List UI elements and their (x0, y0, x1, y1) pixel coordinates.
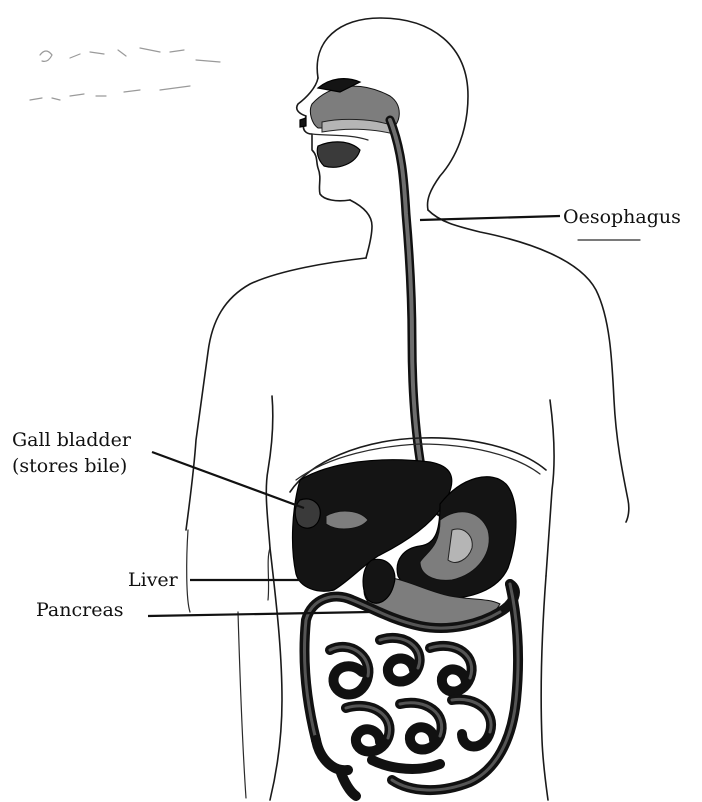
gall-bladder-label: Gall bladder (12, 429, 132, 451)
gall-bladder-note: (stores bile) (12, 455, 127, 477)
small-intestine (330, 638, 491, 769)
pancreas-label: Pancreas (36, 599, 124, 621)
liver-label: Liver (128, 569, 179, 591)
oesophagus-leader (420, 216, 560, 220)
gall-bladder (295, 499, 320, 528)
pancreas-leader (148, 612, 370, 616)
margin-scribbles (30, 48, 220, 100)
oesophagus-label: Oesophagus (563, 206, 681, 228)
gall-bladder-leader (152, 452, 304, 508)
right-shoulder (428, 210, 629, 522)
oesophagus (390, 120, 440, 512)
